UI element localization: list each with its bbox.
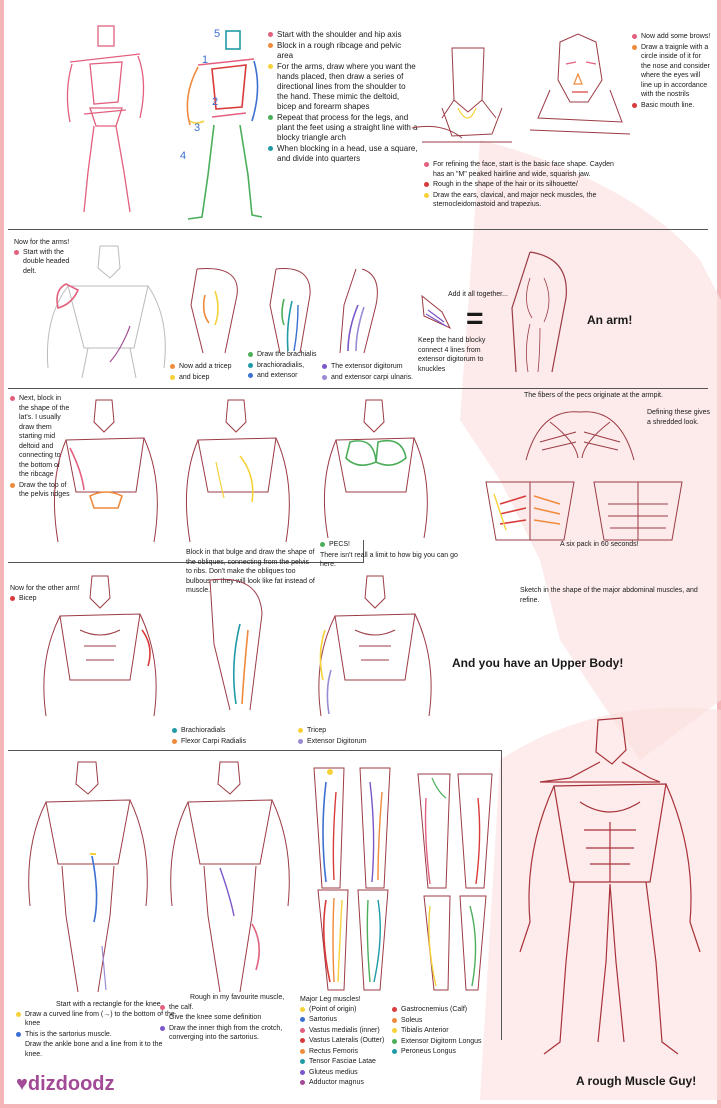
arm-stage-extensor [339, 268, 378, 354]
gesture-figure-1 [66, 25, 145, 213]
thigh-front-sketch [313, 767, 391, 889]
knee-figure [28, 761, 148, 993]
pecs-figure [323, 399, 428, 539]
finished-arm [511, 251, 567, 373]
heart-icon: ♥ [16, 1073, 28, 1095]
step1-notes: Start with the shoulder and hip axis Blo… [268, 30, 418, 165]
brand-logo: ♥dizdoodz [16, 1073, 115, 1096]
sixpack-colored [485, 481, 575, 541]
lats-figure [53, 399, 158, 543]
pec-fibers-sketch [525, 411, 635, 461]
fibers-note: The fibers of the pecs originate at the … [524, 392, 663, 399]
brand-name: dizdoodz [27, 1073, 115, 1095]
knee-notes: Start with a rectangle for the knee Draw… [16, 1000, 176, 1060]
number-2: 2 [212, 96, 218, 108]
other-arm-intro: Now for the other arm! Bicep [10, 585, 80, 602]
major-leg-muscles-col2: Gastrocnemius (Calf) Soleus Tibialis Ant… [392, 1005, 492, 1058]
divider-3 [8, 562, 363, 563]
forearm-notes: Brachioradials Flexor Carpi Radialis [172, 726, 246, 747]
calf-notes: Rough in my favourite muscle, the calf. … [160, 993, 310, 1044]
forearm-figure [209, 578, 263, 711]
bicep-figure [43, 575, 157, 717]
calf-front-sketch [317, 889, 389, 991]
arm-stage-tricep [190, 268, 238, 354]
hand-sketch [421, 294, 452, 330]
lats-notes: Next, block in the shape of the lat's. I… [10, 394, 70, 501]
face-sketch-2 [529, 33, 631, 135]
number-3: 3 [194, 122, 200, 134]
tricep-notes: Now add a tricep and bicep [170, 362, 232, 383]
calf-figure [170, 761, 290, 993]
divider-2 [8, 388, 708, 389]
number-5: 5 [214, 28, 220, 40]
divider-4 [8, 750, 501, 751]
muscle-guy-result: A rough Muscle Guy! [576, 1074, 697, 1088]
face-sketch-1 [411, 47, 512, 143]
pecs-notes: PECS! There isn't reall a limit to how b… [320, 541, 458, 568]
sixpack-finished [593, 481, 683, 541]
calf-side-sketch [423, 895, 487, 991]
divider-1 [8, 229, 708, 230]
upper-body-figure [318, 575, 432, 717]
brows-notes: Now add some brows! Draw a traignle with… [632, 32, 712, 111]
abs-note: Sketch in the shape of the major abdomin… [520, 587, 698, 604]
gesture-figure-2: 5 1 2 3 4 [180, 28, 263, 220]
thigh-back-sketch [417, 773, 493, 889]
arm-stage-brachialis [269, 268, 311, 354]
number-4: 4 [180, 150, 186, 162]
brachialis-notes: Draw the brachialis brachioradialis, and… [248, 350, 317, 382]
tricep2-notes: Tricep Extensor Digitorum [298, 726, 367, 747]
major-leg-muscles-col1: Major Leg muscles! (Point of origin) Sar… [300, 996, 385, 1086]
obliques-note: Block in that bulge and draw the shape o… [186, 549, 315, 594]
arms-base-figure [46, 245, 166, 379]
extensor-notes: The extensor digitorum and extensor carp… [322, 362, 413, 383]
upper-body-result: And you have an Upper Body! [452, 656, 624, 670]
together-note: Add it all together... [448, 291, 508, 298]
equals-sign: = [466, 302, 484, 335]
shredded-note: Defining these gives a shredded look. [647, 409, 711, 426]
divider-3-tick [363, 540, 364, 563]
muscle-guy-figure [519, 717, 701, 1055]
arms-intro: Now for the arms! Start with the double … [14, 239, 70, 275]
hand-note: Keep the hand blocky connect 4 lines fro… [418, 337, 486, 373]
divider-4-vertical [501, 750, 502, 1040]
face-notes: For refining the face, start is the basi… [424, 160, 624, 211]
sixpack-note: A six pack in 60 seconds! [560, 541, 639, 548]
number-1: 1 [202, 54, 208, 66]
obliques-figure [185, 399, 290, 543]
arm-result: An arm! [587, 313, 633, 327]
